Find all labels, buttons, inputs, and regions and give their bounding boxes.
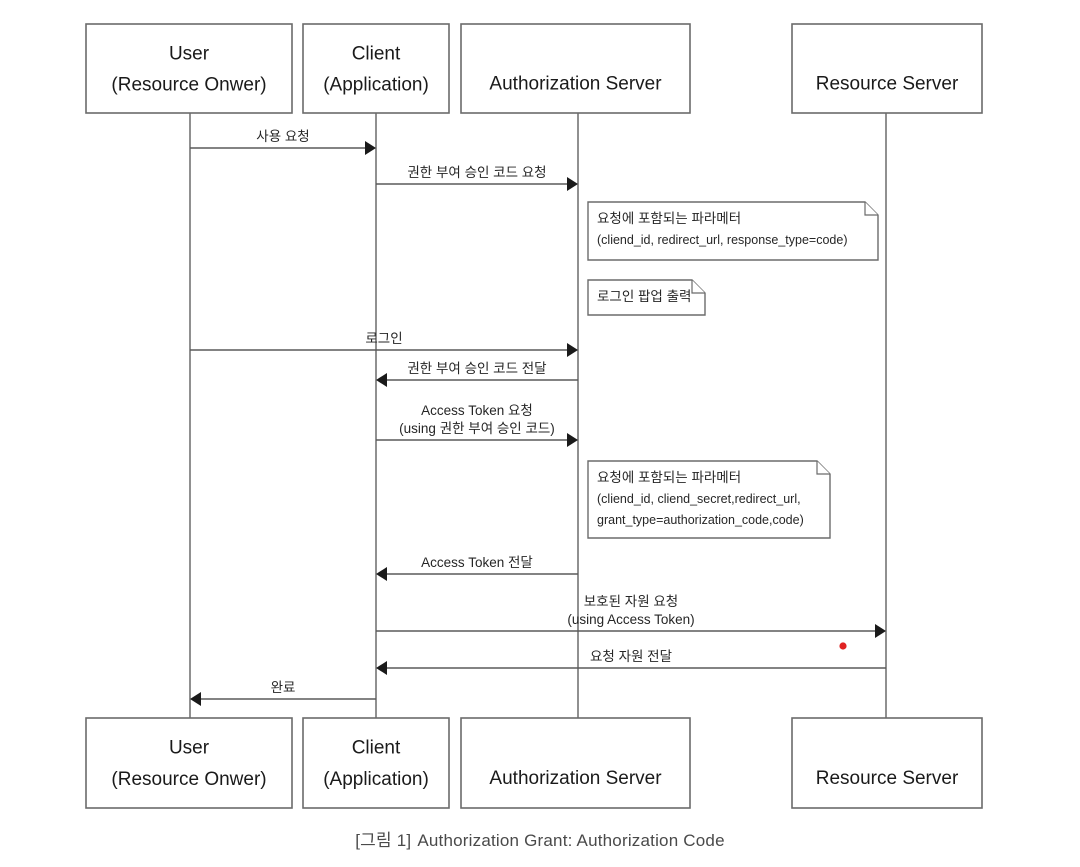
message-label: 완료 — [271, 680, 296, 695]
actor-label-line1: Resource Server — [816, 74, 959, 95]
red-dot-marker — [839, 642, 847, 650]
message-label-secondary: (using Access Token) — [567, 612, 694, 627]
actor-box-rect — [85, 23, 293, 114]
figure-caption-index: [그림 1] — [355, 831, 412, 850]
message-arrowhead — [567, 433, 578, 447]
note-line: (cliend_id, redirect_url, response_type=… — [597, 233, 848, 247]
message-arrowhead — [376, 567, 387, 581]
note-title: 요청에 포함되는 파라메터 — [597, 211, 741, 226]
actor-label-line1: Resource Server — [816, 768, 959, 789]
message-arrowhead — [190, 692, 201, 706]
message-arrowhead — [365, 141, 376, 155]
actor-box-rect — [302, 717, 450, 809]
note-body — [587, 460, 831, 539]
actor-label-line1: Client — [352, 738, 401, 759]
actor-label-line1: User — [169, 43, 210, 64]
message-label: 보호된 자원 요청 — [584, 594, 678, 609]
actor-box-rect — [460, 23, 691, 114]
actor-box-client-top[interactable]: Client (Application) — [302, 23, 450, 114]
actor-box-rect — [791, 717, 983, 809]
lifelines-layer — [189, 113, 887, 718]
actor-boxes-layer: User (Resource Onwer) User (Resource Onwer)… — [85, 23, 983, 809]
actor-box-resource-server-top[interactable]: Resource Server — [791, 23, 983, 114]
message-access-token-delivery: Access Token 전달 — [376, 555, 578, 581]
note-title: 요청에 포함되는 파라메터 — [597, 470, 741, 485]
actor-label-line1: Authorization Server — [489, 768, 662, 789]
actor-label-line1: Authorization Server — [489, 74, 662, 95]
actor-box-authorization-server-bottom[interactable]: Authorization Server — [460, 717, 691, 809]
note-note-login-popup: 로그인 팝업 출력 — [587, 279, 706, 316]
message-arrowhead — [567, 343, 578, 357]
message-label: 권한 부여 승인 코드 전달 — [407, 361, 546, 376]
message-label: 권한 부여 승인 코드 요청 — [407, 165, 546, 180]
note-title: 로그인 팝업 출력 — [597, 289, 691, 304]
actor-label-line1: Client — [352, 43, 401, 64]
actor-box-rect — [460, 717, 691, 809]
note-note-auth-params: 요청에 포함되는 파라메터 (cliend_id, redirect_url, r… — [587, 201, 879, 261]
message-label: 요청 자원 전달 — [590, 649, 672, 664]
markers-layer — [839, 642, 847, 650]
message-authorization-code-delivery: 권한 부여 승인 코드 전달 — [376, 361, 578, 387]
note-body — [587, 279, 706, 316]
note-fold-corner — [691, 280, 705, 294]
actor-label-line2: (Application) — [323, 769, 429, 790]
actor-box-rect — [302, 23, 450, 114]
actor-label-line2: (Application) — [323, 74, 429, 95]
message-protected-resource-request: 보호된 자원 요청 (using Access Token) — [376, 594, 886, 638]
message-arrowhead — [376, 373, 387, 387]
actor-label-line2: (Resource Onwer) — [111, 769, 266, 790]
note-line: (cliend_id, cliend_secret,redirect_url, — [597, 492, 801, 506]
message-arrowhead — [376, 661, 387, 675]
message-label-secondary: (using 권한 부여 승인 코드) — [399, 421, 555, 436]
message-label: 사용 요청 — [256, 129, 309, 144]
actor-box-rect — [791, 23, 983, 114]
actor-label-line2: (Resource Onwer) — [111, 74, 266, 95]
message-arrowhead — [567, 177, 578, 191]
message-complete: 완료 — [190, 680, 376, 706]
actor-box-client-bottom[interactable]: Client (Application) — [302, 717, 450, 809]
message-login: 로그인 — [190, 331, 578, 357]
message-label: Access Token 전달 — [421, 555, 533, 570]
note-fold-corner — [816, 461, 830, 475]
note-fold-corner — [864, 202, 878, 216]
actor-box-resource-server-bottom[interactable]: Resource Server — [791, 717, 983, 809]
figure-caption: [그림 1] Authorization Grant: Authorization… — [0, 826, 1080, 851]
message-arrowhead — [875, 624, 886, 638]
message-authorization-code-request: 권한 부여 승인 코드 요청 — [376, 165, 578, 191]
note-body — [587, 201, 879, 261]
actor-label-line1: User — [169, 738, 210, 759]
note-note-token-params: 요청에 포함되는 파라메터 (cliend_id, cliend_secret,r… — [587, 460, 831, 539]
message-resource-delivery: 요청 자원 전달 — [376, 649, 886, 675]
actor-box-user-top[interactable]: User (Resource Onwer) — [85, 23, 293, 114]
message-label: Access Token 요청 — [421, 403, 533, 418]
message-access-token-request: Access Token 요청 (using 권한 부여 승인 코드) — [376, 403, 578, 447]
actor-box-user-bottom[interactable]: User (Resource Onwer) — [85, 717, 293, 809]
notes-layer: 요청에 포함되는 파라메터 (cliend_id, redirect_url, r… — [587, 201, 879, 539]
message-label: 로그인 — [365, 331, 402, 346]
note-line: grant_type=authorization_code,code) — [597, 513, 804, 527]
figure-caption-title: Authorization Grant: Authorization Code — [417, 831, 725, 850]
message-use-request: 사용 요청 — [190, 129, 376, 155]
actor-box-authorization-server-top[interactable]: Authorization Server — [460, 23, 691, 114]
actor-box-rect — [85, 717, 293, 809]
